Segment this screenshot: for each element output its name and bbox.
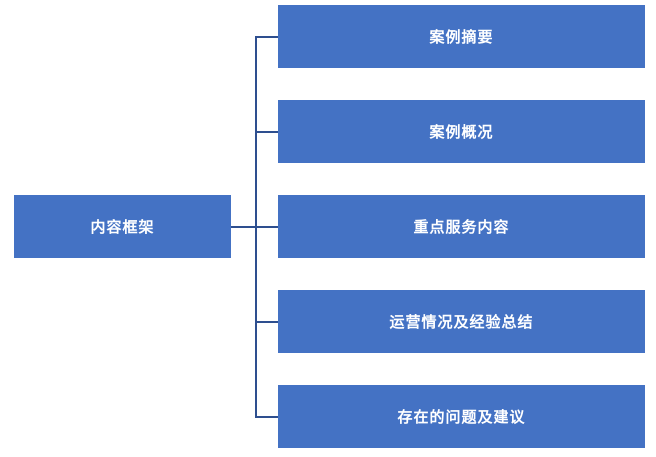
child-node-key-services: 重点服务内容 (278, 195, 645, 258)
child-node-case-summary: 案例摘要 (278, 5, 645, 68)
connector-branch-5 (255, 416, 278, 418)
connector-branch-1 (255, 36, 278, 38)
root-node: 内容框架 (14, 195, 231, 258)
child-node-issues-suggestions: 存在的问题及建议 (278, 385, 645, 448)
child-node-case-overview: 案例概况 (278, 100, 645, 163)
connector-root (231, 226, 256, 228)
connector-branch-2 (255, 131, 278, 133)
connector-branch-3 (255, 226, 278, 228)
child-node-operations-summary: 运营情况及经验总结 (278, 290, 645, 353)
connector-branch-4 (255, 321, 278, 323)
